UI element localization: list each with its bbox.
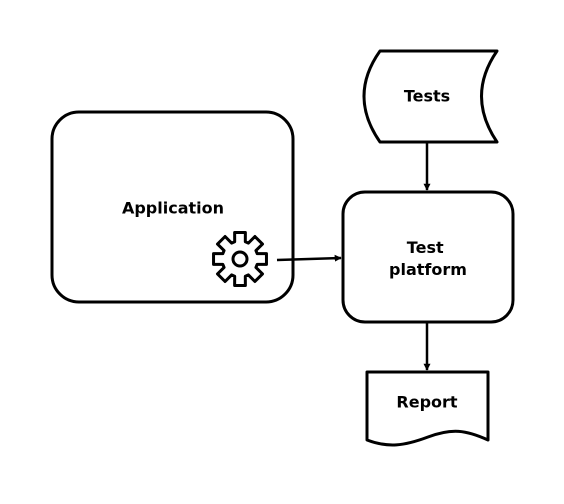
tests-node: Tests [362,49,499,144]
edge-application-to-test-platform [276,254,342,262]
report-shape [365,370,490,447]
test-platform-box [341,190,515,324]
test-platform-label: Test platform [389,238,467,279]
application-label: Application [122,199,224,218]
test-platform-label-line-2: platform [389,260,467,279]
test-platform-label-line-1: Test [407,238,444,257]
application-node: Application [50,110,295,304]
test-platform-node: Test platform [341,190,515,324]
tests-shape [362,49,499,144]
report-node: Report [365,370,490,447]
gear-icon [212,231,268,287]
tests-label: Tests [404,87,450,106]
report-label: Report [396,393,458,412]
